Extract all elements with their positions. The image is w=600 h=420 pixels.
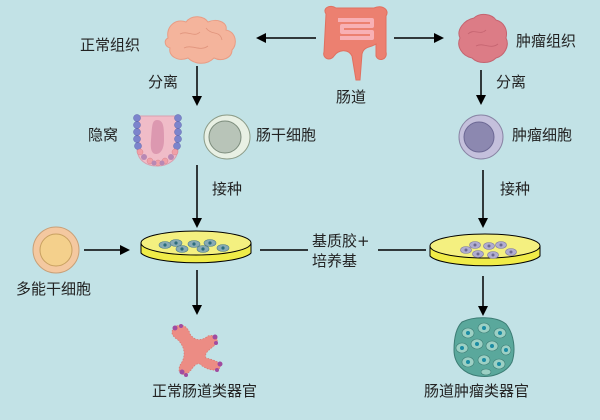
label-intestinal-stem-cell: 肠干细胞 [256, 126, 317, 144]
intestinal-stem-cell-icon [203, 114, 251, 160]
tumor-organoid-icon [453, 317, 515, 377]
label-matrigel-line2: 培养基 [312, 252, 358, 270]
label-matrigel-line1: 基质胶+ [312, 232, 370, 250]
label-intestine: 肠道 [336, 88, 367, 106]
normal-organoid-icon [171, 324, 223, 377]
culture-dish-right [429, 233, 541, 267]
label-crypt: 隐窝 [88, 126, 119, 144]
crypt-icon [133, 114, 182, 167]
label-tumor-organoid: 肠道肿瘤类器官 [424, 382, 530, 400]
intestine-icon [323, 5, 388, 81]
label-normal-organoid: 正常肠道类器官 [152, 382, 258, 400]
label-separate-left: 分离 [148, 73, 179, 91]
culture-dish-left [140, 230, 252, 264]
label-normal-tissue: 正常组织 [80, 36, 141, 54]
tumor-cell-icon [458, 114, 504, 160]
label-separate-right: 分离 [496, 73, 527, 91]
label-inoculate-left: 接种 [212, 180, 243, 198]
label-tumor-tissue: 肿瘤组织 [516, 32, 577, 50]
label-inoculate-right: 接种 [500, 180, 531, 198]
label-tumor-cell: 肿瘤细胞 [512, 126, 573, 144]
pluripotent-stem-cell-icon [32, 226, 80, 274]
normal-tissue-icon [164, 16, 236, 64]
label-pluripotent-stem-cell: 多能干细胞 [16, 280, 92, 298]
tumor-tissue-icon [458, 13, 508, 63]
